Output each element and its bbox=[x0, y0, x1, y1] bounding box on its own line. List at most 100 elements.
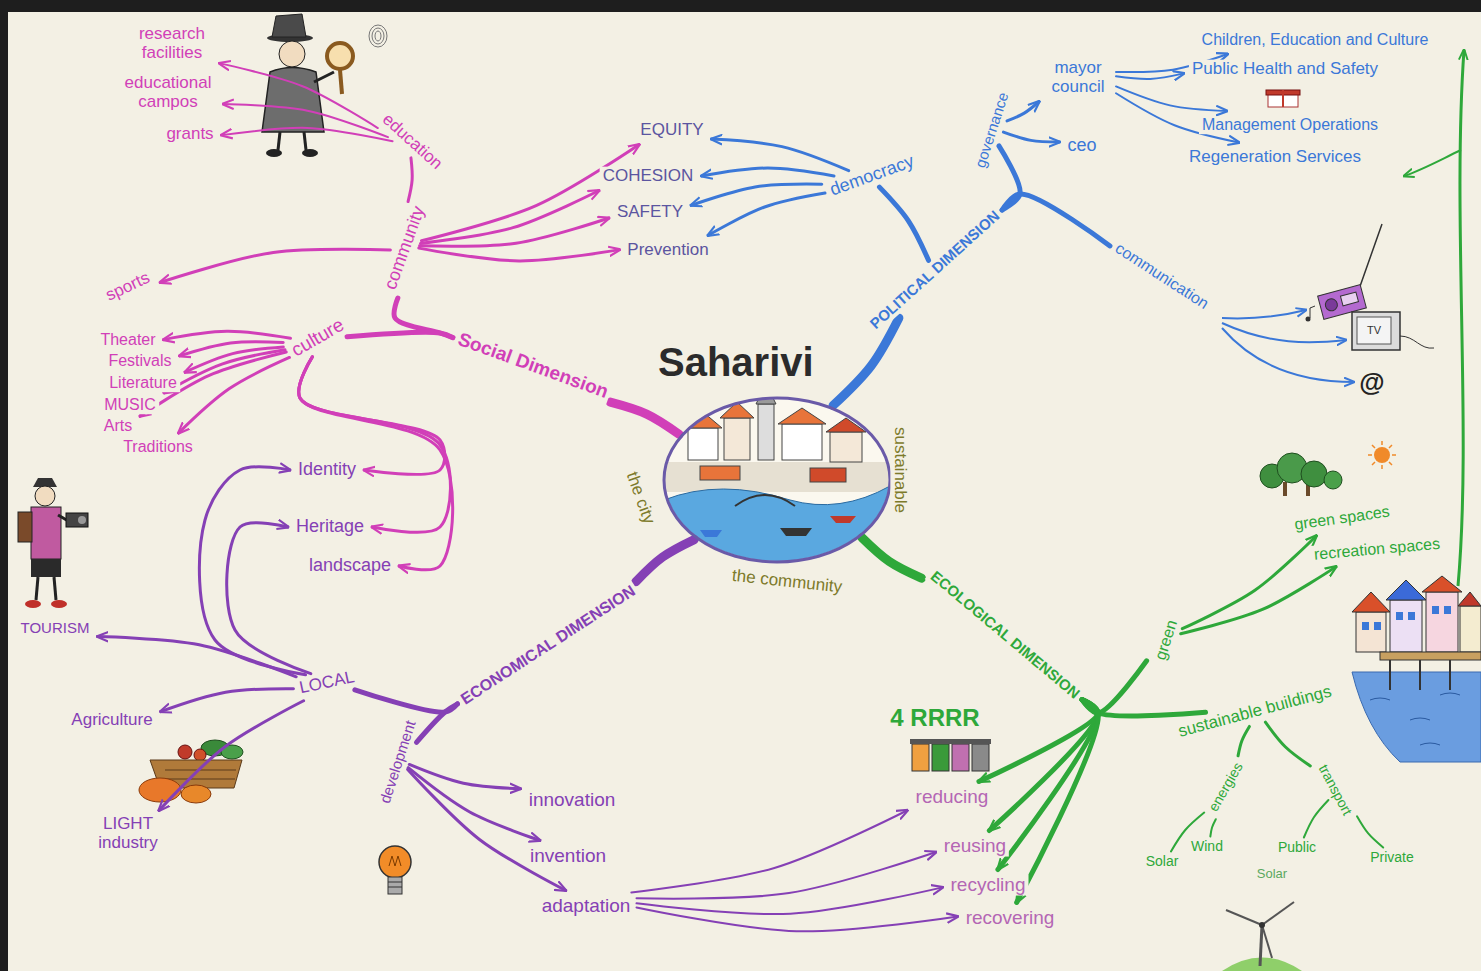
map-label: @ bbox=[1357, 368, 1386, 397]
branch-text: COHESION bbox=[600, 167, 697, 186]
branch-connector bbox=[222, 128, 393, 141]
branch-connector bbox=[610, 402, 679, 434]
branch-text: SAFETY bbox=[614, 203, 686, 222]
harbour-houses bbox=[1444, 606, 1451, 614]
harbour-houses bbox=[1352, 576, 1481, 762]
branch-text: research facilities bbox=[130, 25, 215, 62]
topic-word: Children, Education and Culture bbox=[1199, 31, 1432, 49]
branch-connector bbox=[833, 318, 899, 406]
topic-word: Festivals bbox=[105, 352, 174, 370]
town-illustration bbox=[830, 432, 862, 462]
map-label: Solar bbox=[1255, 867, 1289, 881]
wind-turbine bbox=[1260, 925, 1262, 966]
branch-connector bbox=[862, 538, 921, 578]
harbour-houses bbox=[1422, 576, 1462, 592]
branch-text: Agriculture bbox=[68, 711, 155, 730]
harbour-houses bbox=[1396, 612, 1403, 620]
radio-icon bbox=[1310, 306, 1315, 318]
branch-text: Public bbox=[1275, 840, 1319, 855]
topic-word: transport bbox=[1314, 759, 1356, 820]
light-bulb-icon bbox=[379, 846, 411, 878]
branch-connector bbox=[220, 63, 378, 128]
town-illustration bbox=[735, 495, 795, 506]
branch-connector bbox=[421, 145, 639, 241]
branch-text: mayor council bbox=[1043, 59, 1113, 96]
recycling-bins bbox=[932, 744, 949, 771]
branch-connector bbox=[1265, 722, 1310, 766]
wind-turbine bbox=[1222, 958, 1302, 971]
detective-figure bbox=[304, 132, 306, 150]
tourist-figure bbox=[51, 600, 67, 608]
branch-text: Social Dimension bbox=[452, 328, 614, 404]
tourist-figure bbox=[35, 486, 55, 506]
detective-figure bbox=[340, 70, 342, 94]
topic-word: recovering bbox=[963, 908, 1058, 929]
map-label: TV bbox=[1365, 324, 1383, 336]
topic-word: education bbox=[376, 108, 448, 175]
topic-word: Agriculture bbox=[68, 711, 155, 730]
topic-word: innovation bbox=[526, 790, 619, 811]
branch-connector bbox=[1238, 726, 1249, 755]
harbour-houses bbox=[1458, 592, 1481, 606]
gift-box-icon bbox=[1282, 90, 1284, 107]
branch-connector bbox=[164, 331, 291, 339]
map-label: sustainable bbox=[891, 425, 910, 515]
branch-text: Festivals bbox=[105, 352, 174, 370]
branch-text: sports bbox=[100, 267, 155, 306]
branch-connector bbox=[408, 158, 412, 202]
topic-word: grants bbox=[163, 125, 216, 144]
topic-word: Public Health and Safety bbox=[1189, 60, 1381, 79]
branch-text: EQUITY bbox=[637, 121, 706, 140]
detective-figure bbox=[262, 68, 324, 133]
branch-connector bbox=[355, 690, 458, 712]
vegetable-basket bbox=[194, 749, 206, 761]
fingerprint-icon bbox=[369, 25, 387, 47]
radio-icon bbox=[1306, 224, 1383, 322]
topic-word: Prevention bbox=[624, 241, 711, 260]
topic-word: Theater bbox=[97, 331, 158, 349]
branch-text: transport bbox=[1314, 759, 1356, 820]
topic-word: landscape bbox=[306, 556, 394, 576]
branch-text: grants bbox=[163, 125, 216, 144]
topic-word: governance bbox=[971, 87, 1013, 172]
harbour-houses bbox=[1408, 612, 1415, 620]
trees-and-sun bbox=[1260, 441, 1396, 496]
branch-text: Regeneration Services bbox=[1186, 148, 1364, 167]
branch-connector bbox=[160, 249, 390, 282]
fingerprint-icon bbox=[375, 31, 381, 41]
tourist-figure bbox=[78, 516, 86, 524]
branch-connector bbox=[408, 768, 540, 841]
branch-text: Traditions bbox=[120, 438, 196, 456]
branch-connector bbox=[347, 332, 453, 337]
dimension-branch: ECOLOGICAL DIMENSION bbox=[925, 566, 1085, 704]
tourist-figure bbox=[36, 577, 38, 600]
recycling-bins bbox=[952, 744, 969, 771]
topic-word: adaptation bbox=[539, 896, 634, 917]
branch-text: POLITICAL DIMENSION bbox=[865, 206, 1005, 335]
topic-word: TOURISM bbox=[18, 620, 93, 637]
green-link-line bbox=[1404, 150, 1461, 176]
topic-word: communication bbox=[1110, 238, 1215, 315]
trees-and-sun bbox=[1283, 482, 1287, 496]
wind-turbine bbox=[1262, 925, 1272, 958]
branch-text: community bbox=[380, 201, 430, 295]
town-illustration bbox=[684, 412, 722, 428]
topic-word: development bbox=[376, 716, 420, 809]
branch-text: democracy bbox=[824, 151, 919, 202]
harbour-houses bbox=[1460, 606, 1481, 652]
branch-text: Solar bbox=[1143, 854, 1182, 869]
green-link-line bbox=[1458, 50, 1464, 586]
topic-word: EQUITY bbox=[637, 121, 706, 140]
wind-turbine bbox=[1262, 902, 1294, 925]
map-label: the community bbox=[729, 567, 845, 598]
topic-word: LIGHT industry bbox=[88, 815, 168, 852]
detective-figure bbox=[314, 72, 334, 82]
branch-connector bbox=[631, 810, 907, 892]
map-label: 4 RRRR bbox=[888, 705, 981, 731]
branch-text: education bbox=[376, 108, 448, 175]
vegetable-basket bbox=[162, 779, 235, 780]
detective-figure bbox=[272, 14, 306, 37]
recycling-bins bbox=[930, 739, 951, 744]
light-bulb-icon bbox=[388, 887, 402, 888]
branch-connector bbox=[637, 907, 958, 931]
